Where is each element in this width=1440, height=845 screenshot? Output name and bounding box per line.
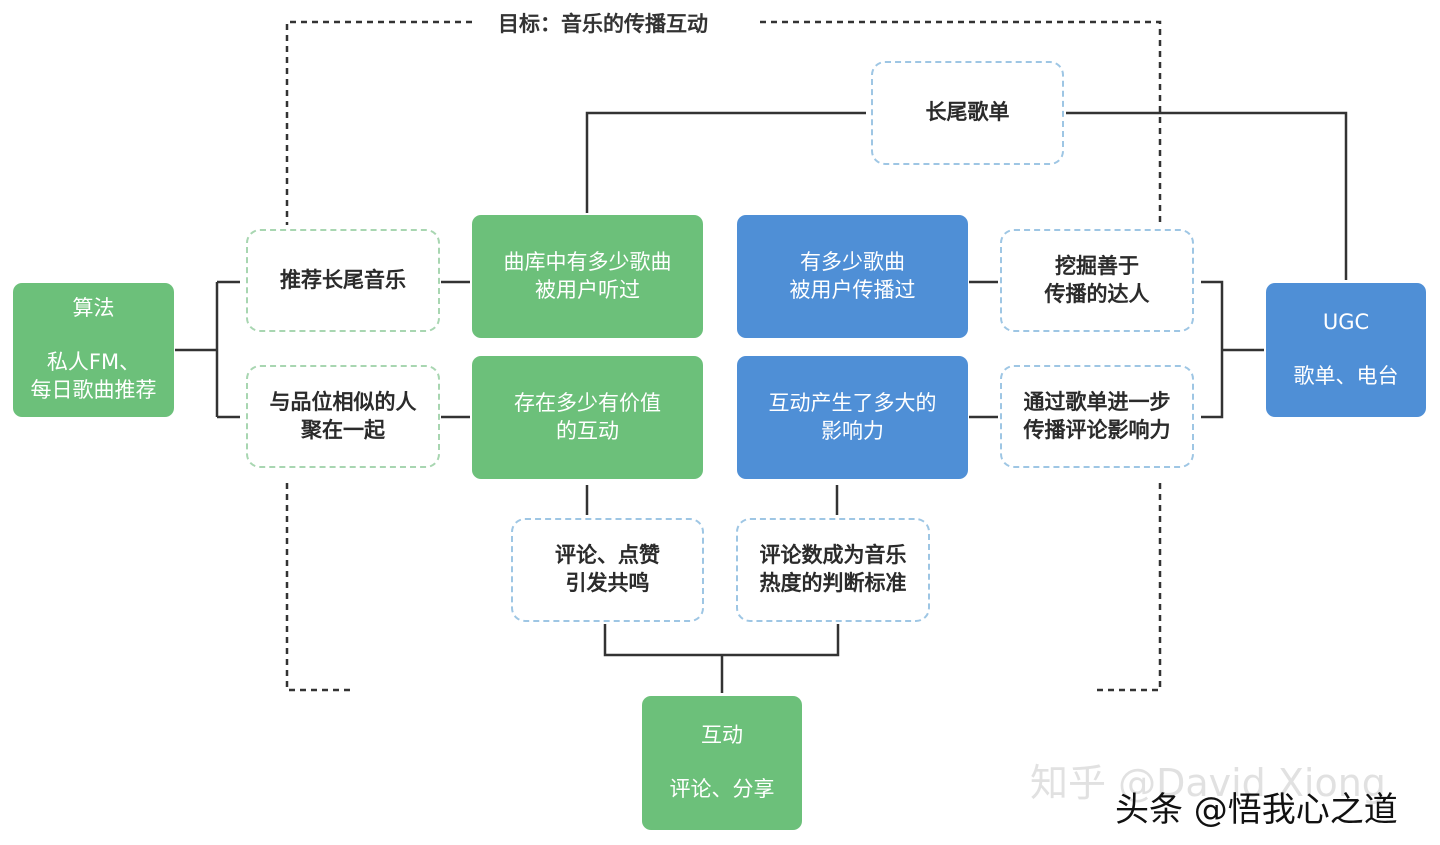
long-tail-playlist-text: 长尾歌单: [925, 100, 1010, 125]
songs-spread-line1: 有多少歌曲: [800, 249, 905, 274]
songs-heard-line1: 曲库中有多少歌曲: [503, 249, 672, 274]
similar-taste-line1: 与品位相似的人: [269, 389, 417, 414]
valuable-interaction-box: 存在多少有价值 的互动: [472, 356, 703, 479]
goal-frame-right: [760, 20, 1162, 692]
similar-taste-box: 与品位相似的人 聚在一起: [246, 365, 440, 468]
ugc-bracket: [1201, 280, 1264, 419]
playlist-to-ugc: [1066, 111, 1348, 280]
interaction-title: 互动: [701, 723, 743, 748]
interaction-line1: 评论、分享: [669, 777, 775, 801]
valuable-interaction-line1: 存在多少有价值: [514, 390, 661, 415]
long-tail-playlist-box: 长尾歌单: [871, 61, 1064, 165]
playlist-spread-line2: 传播评论影响力: [1023, 417, 1171, 442]
playlist-spread-line1: 通过歌单进一步: [1023, 389, 1171, 414]
comment-count-box: 评论数成为音乐 热度的判断标准: [736, 518, 930, 622]
algo-bracket: [175, 280, 240, 419]
comment-count-line1: 评论数成为音乐: [759, 543, 907, 568]
songs-heard-box: 曲库中有多少歌曲 被用户听过: [472, 215, 703, 338]
goal-frame-left: [285, 20, 472, 692]
bottom-bracket: [603, 624, 840, 693]
dig-experts-line2: 传播的达人: [1044, 281, 1150, 306]
algo-title: 算法: [72, 296, 115, 321]
interaction-impact-line2: 影响力: [821, 418, 884, 443]
valuable-interaction-line2: 的互动: [556, 418, 619, 443]
playlist-to-heard: [585, 111, 866, 213]
interaction-impact-line1: 互动产生了多大的: [768, 390, 937, 415]
similar-taste-line2: 聚在一起: [301, 417, 385, 442]
interaction-box: 互动 评论、分享: [642, 696, 802, 830]
ugc-box: UGC 歌单、电台: [1266, 283, 1426, 417]
songs-spread-box: 有多少歌曲 被用户传播过: [737, 215, 968, 338]
comments-likes-line1: 评论、点赞: [555, 543, 660, 568]
algo-line2: 每日歌曲推荐: [30, 377, 157, 402]
goal-title: 目标：音乐的传播互动: [472, 6, 734, 40]
ugc-title: UGC: [1322, 310, 1370, 335]
playlist-spread-box: 通过歌单进一步 传播评论影响力: [1000, 365, 1194, 468]
interaction-impact-box: 互动产生了多大的 影响力: [737, 356, 968, 479]
algo-box: 算法 私人FM、 每日歌曲推荐: [13, 283, 174, 417]
dig-experts-line1: 挖掘善于: [1055, 253, 1139, 278]
zhihu-watermark: 知乎 @David Xiong: [1030, 761, 1386, 805]
toutiao-watermark: 头条 @悟我心之道: [1115, 790, 1398, 830]
dig-experts-box: 挖掘善于 传播的达人: [1000, 229, 1194, 332]
comments-likes-box: 评论、点赞 引发共鸣: [511, 518, 704, 622]
recommend-long-tail-box: 推荐长尾音乐: [246, 229, 440, 332]
recommend-long-tail-text: 推荐长尾音乐: [280, 267, 406, 292]
comment-count-line2: 热度的判断标准: [759, 571, 907, 595]
songs-spread-line2: 被用户传播过: [789, 277, 916, 302]
algo-line1: 私人FM、: [46, 350, 141, 375]
songs-heard-line2: 被用户听过: [535, 277, 640, 302]
comments-likes-line2: 引发共鸣: [565, 571, 650, 595]
ugc-line1: 歌单、电台: [1293, 364, 1399, 388]
